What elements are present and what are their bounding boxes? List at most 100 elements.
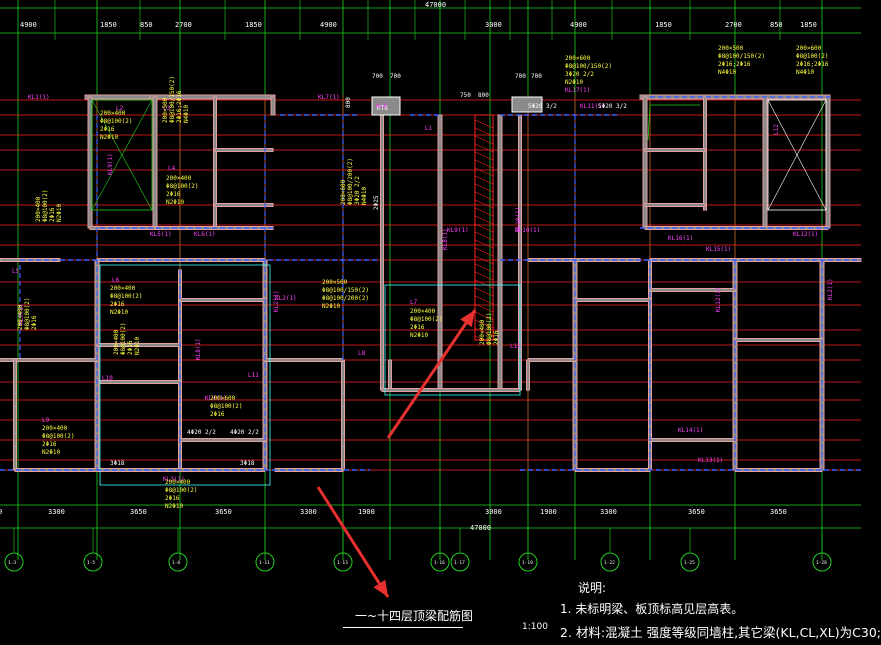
rebar-note: 3Φ20 2/2 [565,71,594,78]
stair-hatch-line [474,143,494,153]
dim-text-top: 1850 [800,21,817,29]
wall-segment [13,359,17,471]
beam-label: KL8 [376,103,387,110]
wall-segment [341,359,345,471]
drawing-title: 一~十四层顶梁配筋图 [355,609,474,623]
rebar-note: Φ8@100(2) [165,487,198,494]
wall-segment [734,338,823,342]
column-right [511,96,543,113]
stair-hatch-line [474,303,494,313]
axis-bubble-label: 1-8 [172,560,180,566]
rebar-note: 2Φ16 [100,126,115,133]
beam-label: L8 [358,350,366,357]
stair-hatch-line [474,175,494,185]
wall-segment [381,388,521,392]
beam-label: KL8(1) [442,228,449,250]
rebar-note: 200×400 [17,304,24,330]
axis-bubble-circle [680,552,700,572]
wall-segment [527,358,576,362]
beam-label: KL5(1) [150,231,172,238]
beam-label: KL12(1) [793,231,818,238]
dim-text-top: 4900 [20,21,37,29]
rebar-note: 2Φ16;2Φ16 [718,61,751,68]
wall-segment [89,226,156,230]
stair-hatch-line [474,247,494,257]
rebar-note: Φ8@100(2) [42,433,75,440]
dim-text-bottom: 3300 [48,508,65,516]
stair-hatch-line [474,327,494,337]
axis-bubble-label: 1-11 [259,560,270,566]
annotation-arrow-title-head [373,579,388,597]
beam-label: KL10(1) [515,207,522,232]
beam-label: KL11(1) [580,103,605,110]
annotation-arrow-plan-head [460,310,475,328]
rebar-note: 2Φ16 [110,301,125,308]
rebar-note: 200×400 [410,308,436,315]
rebar-note: Φ8@100(2) [42,189,49,222]
rebar-note: N2Φ10 [410,332,428,339]
beam-label: KL4(1) [205,395,227,402]
dim-text-top: 4900 [570,21,587,29]
stair-hatch-line [474,119,494,129]
small-dim-text: 800 [478,92,489,99]
stair-hatch-line [474,191,494,201]
wall-segment [649,438,736,442]
rebar-note: 200×400 [479,319,486,345]
wall-segment [84,94,151,100]
rebar-note: Φ8@100(2) [100,118,133,125]
beam-label: KL13(1) [698,457,723,464]
stair-hatch-line [474,199,494,209]
dim-text-bottom: 3000 [485,508,502,516]
rebar-note: 4Φ20 2/2 [187,429,216,436]
rebar-note: Φ8@100/150(2) [169,76,176,123]
dim-text-top: 1850 [655,21,672,29]
wall-segment [179,298,266,302]
rebar-note: Φ8@100/150(2) [718,53,765,60]
stair-hatch-line [474,279,494,289]
dim-text-top: 1850 [245,21,262,29]
axis-bubble-circle [450,552,470,572]
axis-bubble-circle [600,552,620,572]
rebar-note: Φ8@100/150(2) [565,63,612,70]
drawing-title-underline [343,627,463,628]
stair-hatch-line [474,287,494,297]
wall-segment [644,148,706,152]
stair-hatch-line [474,239,494,249]
wall-segment [437,114,443,391]
rebar-note: 200×400 [35,196,42,222]
rebar-note: 5Φ20 3/2 [528,103,557,110]
beam-label: L5 [12,268,20,275]
axis-bubble-label: 1-22 [604,560,615,566]
dim-text-top: 2700 [175,21,192,29]
dim-text-bottom: 3650 [688,508,705,516]
rebar-note: Φ8@100(2) [24,297,31,330]
axis-bubble-circle [812,552,832,572]
axis-bubble-circle [518,552,538,572]
wall-segment [388,359,392,391]
dim-text-top: 3000 [485,21,502,29]
stair-hatch-line [474,167,494,177]
dim-text-top: 850 [770,21,783,29]
stair-hatch-line [474,231,494,241]
wall-segment [497,114,503,391]
rebar-note: 200×400 [113,329,120,355]
wall-segment [642,96,648,229]
rebar-note: N4Φ10 [183,105,190,123]
rebar-note: 200×600 [340,179,347,205]
beam-label: KL1(1) [28,94,50,101]
axis-bubble-circle [333,552,353,572]
stair-hatch-line [474,271,494,281]
rebar-note: Φ8@100(2) [410,316,443,323]
opening-box [767,99,827,211]
rebar-note: Φ8@100(2) [486,312,493,345]
rebar-note: N4Φ10 [796,69,814,76]
rebar-note: Φ8@100(2) [796,53,829,60]
stair-hatch-line [474,215,494,225]
wall-segment [574,298,651,302]
stair-hatch-line [474,183,494,193]
axis-bubble-label: 1-17 [454,560,465,566]
rebar-note: Φ8@100(2) [120,322,127,355]
rebar-note: Φ8@100/200(2) [347,158,354,205]
rebar-note: N2Φ10 [134,337,141,355]
rebar-note: N2Φ10 [56,204,63,222]
